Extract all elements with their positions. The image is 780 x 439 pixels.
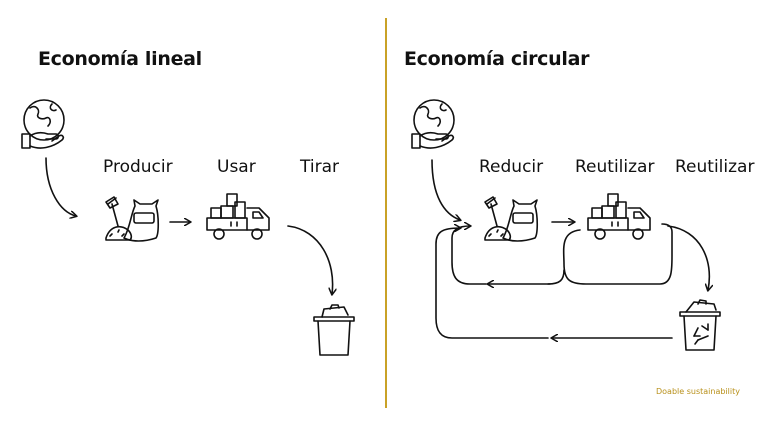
linear-economy-title: Economía lineal: [38, 48, 202, 70]
step-reutilizar-label-1: Reutilizar: [575, 157, 655, 177]
delivery-truck-icon: [206, 193, 270, 240]
section-divider: [385, 18, 387, 408]
delivery-truck-icon-circular: [587, 193, 651, 240]
loop-inner-return: [451, 226, 487, 285]
loop-outer-return: [435, 228, 549, 339]
loop-reuse-line: [562, 223, 673, 285]
arrow-source-to-produce: [45, 157, 76, 216]
shovel-sack-icon: [105, 196, 160, 242]
arrow-source-to-reduce: [431, 159, 460, 220]
step-usar-label: Usar: [217, 157, 256, 177]
trash-can-icon: [313, 304, 355, 356]
arrow-reuse-to-recycle: [667, 225, 709, 290]
circular-economy-title: Economía circular: [404, 48, 590, 70]
step-reutilizar-label-2: Reutilizar: [675, 157, 755, 177]
step-producir-label: Producir: [103, 157, 173, 177]
globe-hand-icon-circular: [411, 99, 455, 149]
recycle-bin-icon: [679, 299, 721, 351]
arrow-use-to-discard: [287, 225, 333, 294]
step-tirar-label: Tirar: [300, 157, 339, 177]
step-reducir-label: Reducir: [479, 157, 544, 177]
credit-text: Doable sustainability: [656, 387, 740, 396]
shovel-sack-icon-circular: [484, 196, 539, 242]
globe-hand-icon: [21, 99, 65, 149]
loop-inner-join: [547, 269, 565, 285]
